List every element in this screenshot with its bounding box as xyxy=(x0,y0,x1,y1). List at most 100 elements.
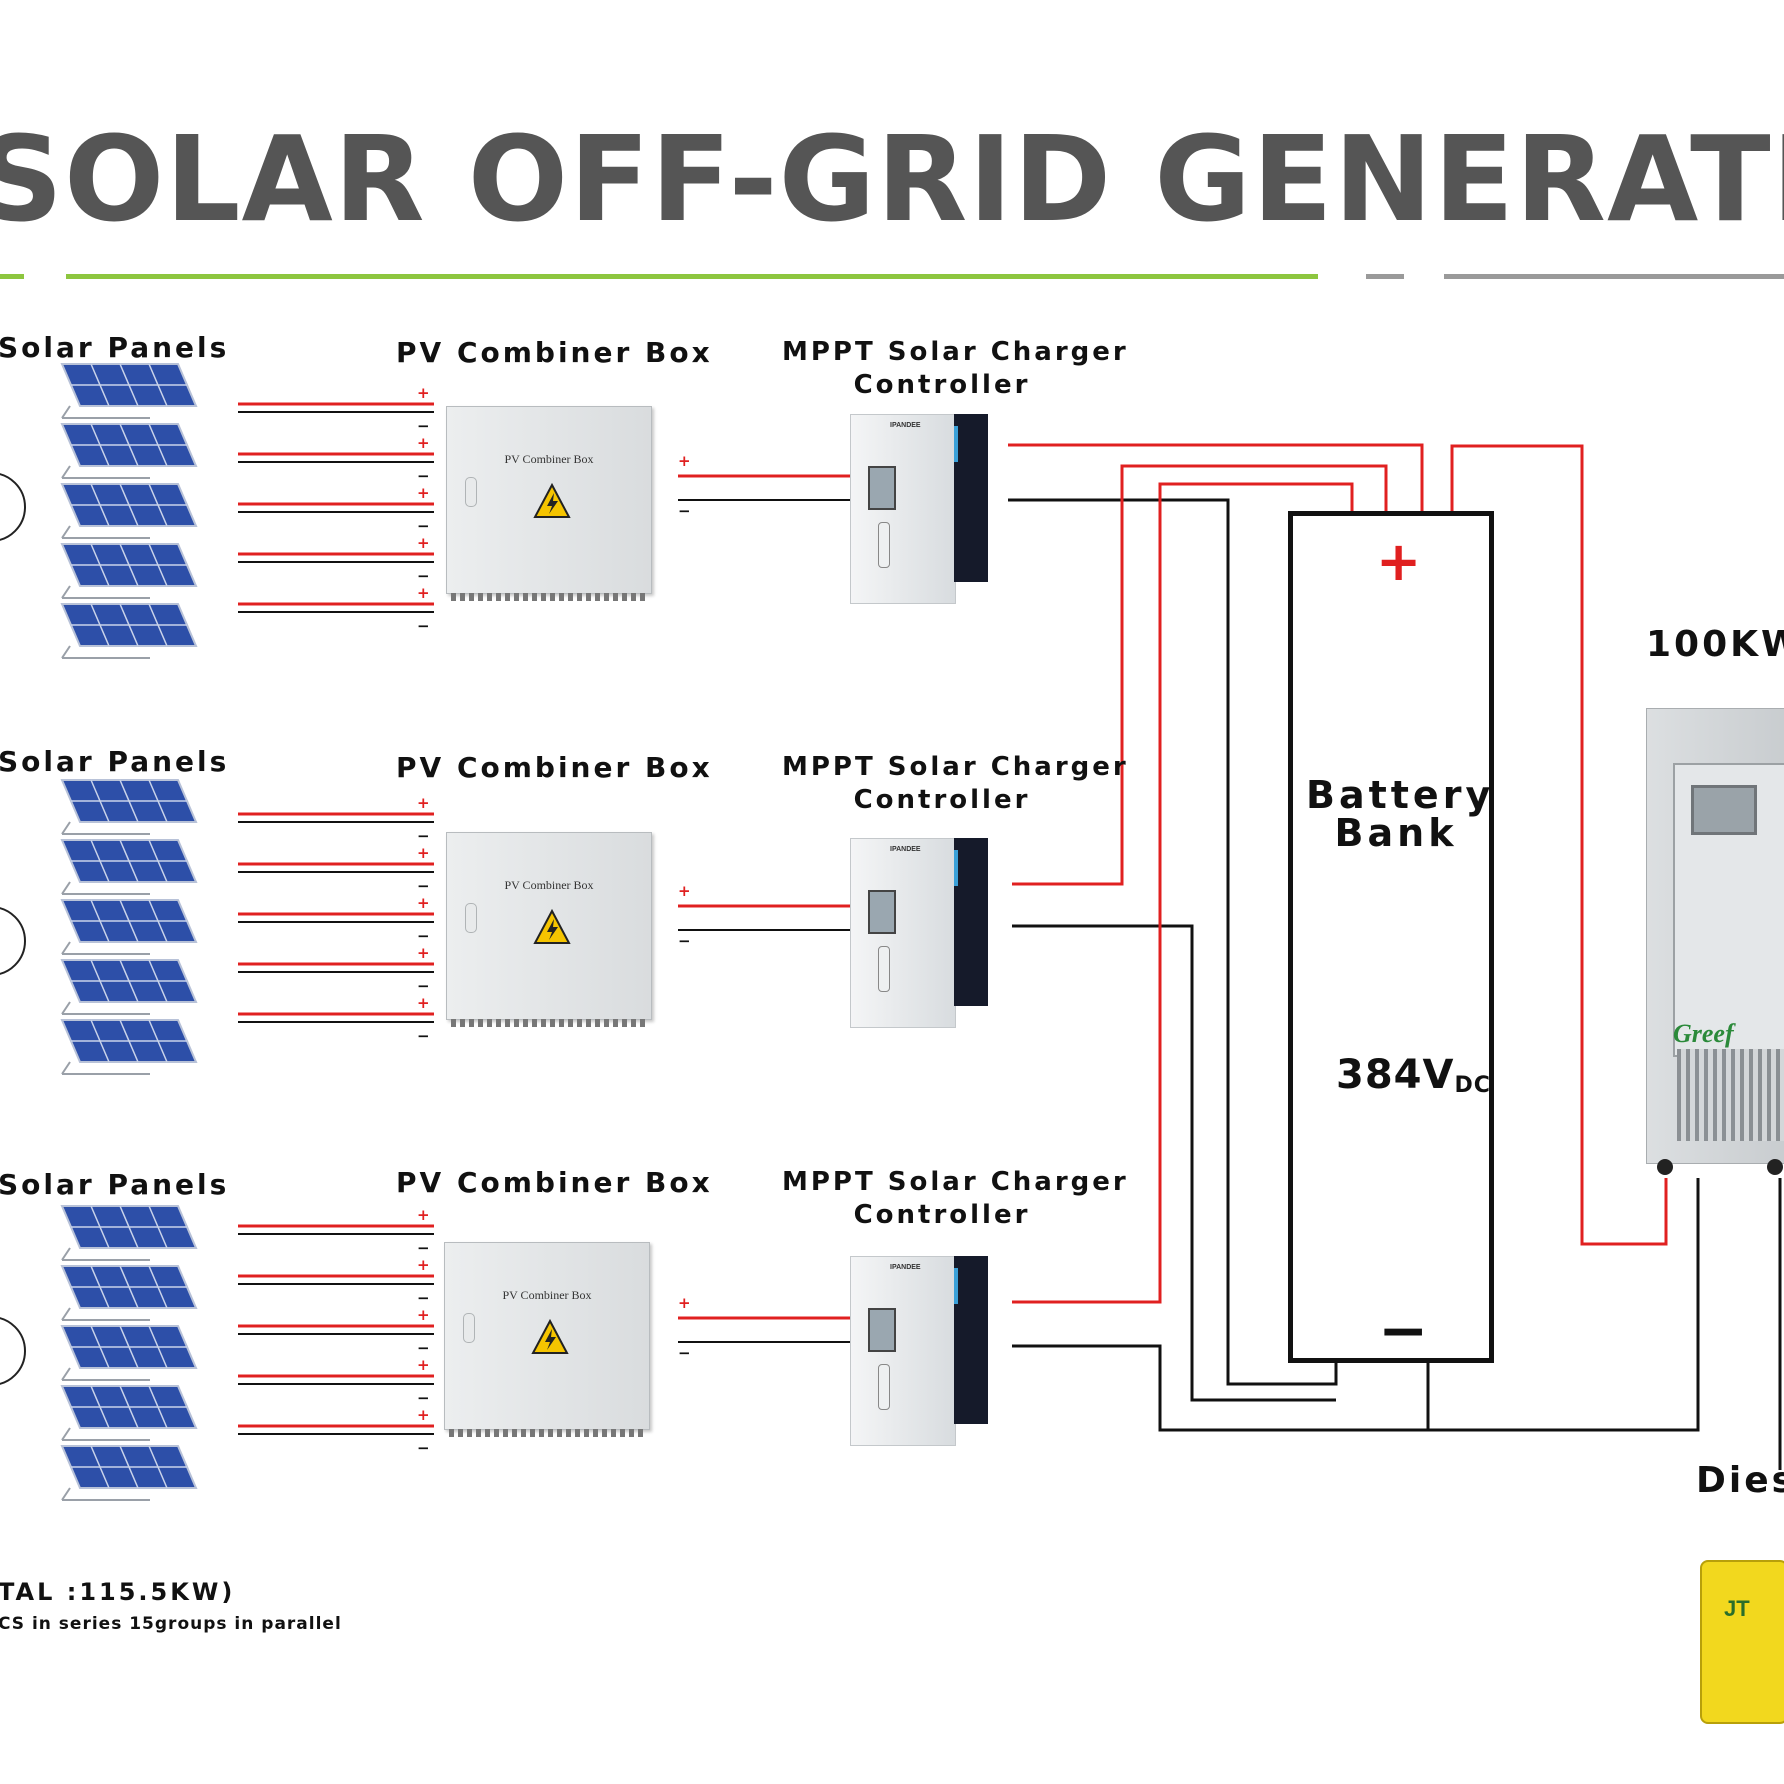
solar-panel-icon xyxy=(60,1445,198,1501)
diesel-generator: JT xyxy=(1700,1560,1784,1724)
diesel-generator-label: Dies xyxy=(1696,1460,1784,1501)
negative-terminal-label: − xyxy=(417,617,430,635)
negative-terminal-label: − xyxy=(417,467,430,485)
negative-terminal-label: − xyxy=(417,1027,430,1045)
mppt-charge-controller: IPANDEE xyxy=(850,414,988,604)
solar-panel-icon xyxy=(60,899,198,955)
negative-terminal-label: − xyxy=(417,977,430,995)
negative-terminal-label: − xyxy=(417,877,430,895)
combiner-nameplate: PV Combiner Box xyxy=(504,878,594,892)
positive-terminal-label: + xyxy=(678,882,691,900)
positive-terminal-label: + xyxy=(417,384,430,402)
solar-panel-icon xyxy=(60,603,198,659)
positive-terminal-label: + xyxy=(417,894,430,912)
solar-panels-label: Solar Panels xyxy=(0,1168,230,1201)
solar-panel-icon xyxy=(60,1325,198,1381)
door-handle xyxy=(465,903,477,933)
negative-terminal-label: − xyxy=(417,1339,430,1357)
combiner-to-controller-wires: + − + − + − xyxy=(678,452,850,1362)
solar-panel-icon xyxy=(60,1205,198,1261)
positive-terminal-label: + xyxy=(417,534,430,552)
pv-combiner-box-label: PV Combiner Box xyxy=(396,751,713,784)
pv-combiner-box-label: PV Combiner Box xyxy=(396,336,713,369)
negative-terminal-label: − xyxy=(678,1344,691,1362)
positive-terminal-label: + xyxy=(417,1256,430,1274)
solar-panel-icon xyxy=(60,1385,198,1441)
positive-terminal-label: + xyxy=(678,452,691,470)
positive-terminal-label: + xyxy=(417,944,430,962)
solar-panel-icon xyxy=(60,483,198,539)
cable-glands xyxy=(451,1019,647,1027)
controller-display xyxy=(868,1308,896,1352)
positive-terminal-label: + xyxy=(417,1406,430,1424)
controller-brand: IPANDEE xyxy=(890,846,921,853)
positive-terminal-label: + xyxy=(417,794,430,812)
negative-terminal-label: − xyxy=(417,827,430,845)
door-handle xyxy=(463,1313,475,1343)
controller-display xyxy=(868,466,896,510)
inverter-screen xyxy=(1691,785,1757,835)
positive-terminal-label: + xyxy=(417,994,430,1012)
array-to-combiner-wires: +−+−+−+−+−+−+−+−+−+−+−+−+−+−+− xyxy=(238,384,434,1457)
system-total-power: TAL :115.5KW) xyxy=(0,1578,236,1606)
battery-bank xyxy=(1288,511,1494,1363)
controller-brand: IPANDEE xyxy=(890,1264,921,1271)
cable-glands xyxy=(451,593,647,601)
battery-minus-symbol: − xyxy=(1378,1296,1429,1366)
controller-brand: IPANDEE xyxy=(890,422,921,429)
negative-terminal-label: − xyxy=(417,1239,430,1257)
solar-panel-icon xyxy=(60,779,198,835)
solar-panel-icon xyxy=(60,839,198,895)
positive-terminal-label: + xyxy=(417,434,430,452)
positive-terminal-label: + xyxy=(417,1356,430,1374)
solar-panel-icon xyxy=(60,363,198,419)
controller-display xyxy=(868,890,896,934)
mppt-controller-label: MPPT Solar Charger Controller xyxy=(782,337,1129,400)
negative-terminal-label: − xyxy=(678,932,691,950)
positive-terminal-label: + xyxy=(417,844,430,862)
negative-terminal-label: − xyxy=(417,927,430,945)
battery-voltage: 384VDC xyxy=(1336,1052,1491,1098)
solar-panel-icon xyxy=(60,959,198,1015)
combiner-nameplate: PV Combiner Box xyxy=(504,452,594,466)
high-voltage-warning-icon xyxy=(531,1319,569,1354)
mppt-controller-label: MPPT Solar Charger Controller xyxy=(782,752,1129,815)
solar-panel-icon xyxy=(60,423,198,479)
negative-terminal-label: − xyxy=(678,502,691,520)
positive-terminal-label: + xyxy=(417,484,430,502)
negative-terminal-label: − xyxy=(417,1289,430,1307)
negative-terminal-label: − xyxy=(417,1439,430,1457)
battery-plus-symbol: + xyxy=(1376,530,1422,593)
solar-panel-icon xyxy=(60,1019,198,1075)
positive-terminal-label: + xyxy=(678,1294,691,1312)
page-title: SOLAR OFF-GRID GENERATION SYS xyxy=(0,110,1784,248)
vent-grill xyxy=(1677,1049,1784,1141)
positive-terminal-label: + xyxy=(417,1206,430,1224)
string-configuration-note: CS in series 15groups in parallel xyxy=(0,1614,342,1634)
solar-panel-arrays xyxy=(60,363,198,1501)
positive-terminal-label: + xyxy=(417,1306,430,1324)
title-divider xyxy=(0,274,1784,279)
controller-to-battery-wires xyxy=(1008,443,1782,1470)
pv-combiner-box: PV Combiner Box xyxy=(444,1242,650,1437)
inverter-power-label: 100KW xyxy=(1646,624,1784,665)
solar-panels-label: Solar Panels xyxy=(0,331,230,364)
combiner-nameplate: PV Combiner Box xyxy=(502,1288,592,1302)
generator-brand: JT xyxy=(1724,1596,1750,1621)
inverter-brand: Greef xyxy=(1673,1019,1734,1048)
high-voltage-warning-icon xyxy=(533,909,571,944)
high-voltage-warning-icon xyxy=(533,483,571,518)
solar-panel-icon xyxy=(60,543,198,599)
mppt-charge-controller: IPANDEE xyxy=(850,1256,988,1446)
mppt-charge-controller: IPANDEE xyxy=(850,838,988,1028)
solar-panel-icon xyxy=(60,1265,198,1321)
battery-bank-label: Battery Bank xyxy=(1306,773,1495,855)
negative-terminal-label: − xyxy=(417,517,430,535)
pv-combiner-box: PV Combiner Box xyxy=(446,406,652,601)
inverter-cabinet: Greef xyxy=(1646,708,1784,1175)
door-handle xyxy=(465,477,477,507)
solar-panels-label: Solar Panels xyxy=(0,745,230,778)
pv-combiner-box-label: PV Combiner Box xyxy=(396,1166,713,1199)
mppt-controller-label: MPPT Solar Charger Controller xyxy=(782,1167,1129,1230)
